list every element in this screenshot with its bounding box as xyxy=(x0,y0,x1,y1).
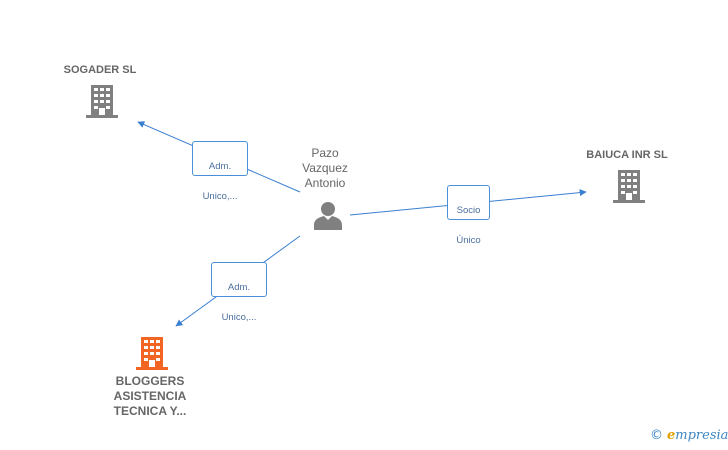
edge-label-to-sogader-line1: Adm. xyxy=(208,161,232,172)
edge-label-to-sogader-line2: Unico,... xyxy=(202,191,238,202)
company-name-sogader-text: SOGADER SL xyxy=(63,64,137,76)
edge-label-to-bloggers[interactable]: Adm. Unico,... xyxy=(211,262,267,323)
copyright-icon: © xyxy=(650,428,663,443)
company-name-bloggers-line1: BLOGGERS xyxy=(115,374,185,388)
edge-label-to-baiuca-line1: Socio xyxy=(456,205,481,216)
building-icon[interactable] xyxy=(613,169,645,203)
person-name-line1: Pazo xyxy=(311,146,339,160)
brand-name: mpresia xyxy=(675,428,728,443)
person-name-line3: Antonio xyxy=(304,176,346,190)
edge-label-to-baiuca-line2: Único xyxy=(456,235,481,246)
person-icon[interactable] xyxy=(313,200,343,230)
edge-label-to-bloggers-line1: Adm. xyxy=(227,282,251,293)
company-name-sogader[interactable]: SOGADER SL xyxy=(40,63,160,78)
person-name-line2: Vazquez xyxy=(302,161,348,175)
company-name-baiuca-text: BAIUCA INR SL xyxy=(586,149,668,161)
building-icon[interactable] xyxy=(86,84,118,118)
edge-label-to-sogader[interactable]: Adm. Unico,... xyxy=(192,141,248,202)
building-icon-highlighted[interactable] xyxy=(136,336,168,370)
edge-label-to-bloggers-line2: Unico,... xyxy=(221,312,257,323)
watermark: © empresia xyxy=(650,428,728,443)
company-name-bloggers-line2: ASISTENCIA xyxy=(113,389,187,403)
company-name-baiuca[interactable]: BAIUCA INR SL xyxy=(566,148,688,163)
edge-label-to-baiuca[interactable]: Socio Único xyxy=(447,185,490,246)
brand-initial: e xyxy=(667,428,676,443)
company-name-bloggers-line3: TECNICA Y... xyxy=(113,404,187,418)
person-name[interactable]: Pazo Vazquez Antonio xyxy=(285,146,365,191)
company-name-bloggers[interactable]: BLOGGERS ASISTENCIA TECNICA Y... xyxy=(90,374,210,419)
